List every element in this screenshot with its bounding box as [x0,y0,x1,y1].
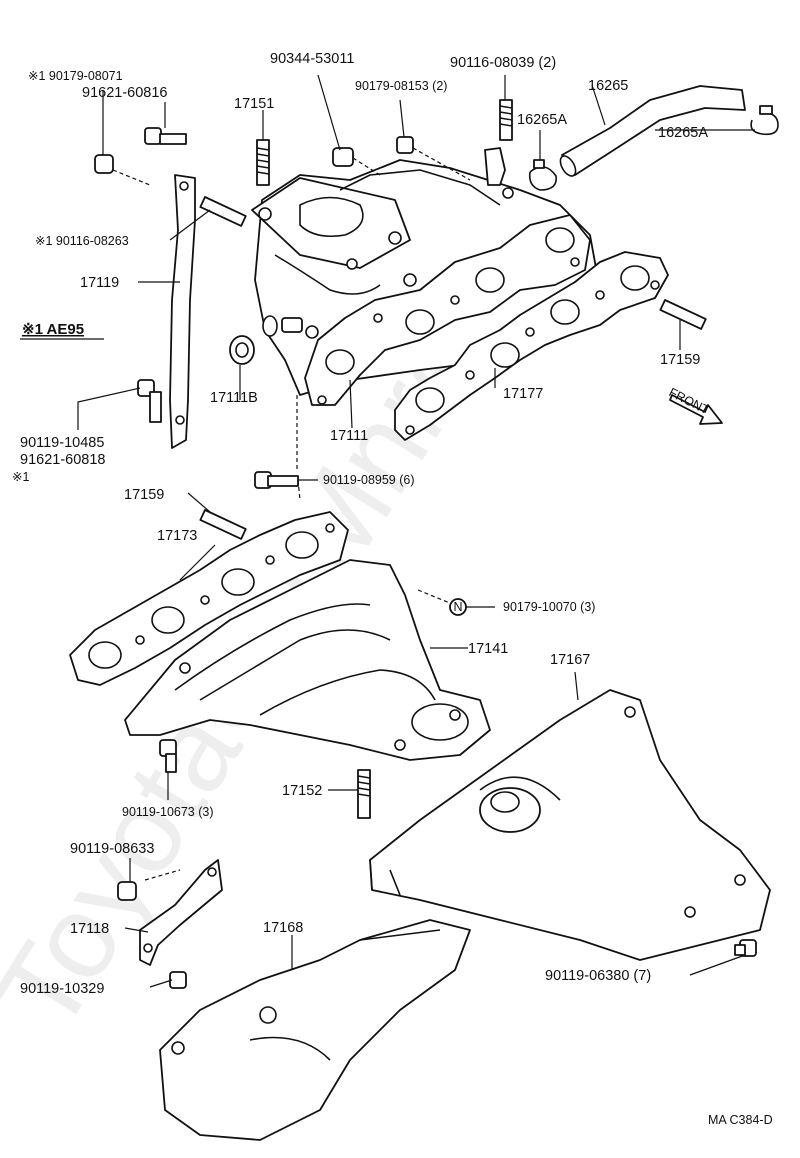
label-17159-upper: 17159 [660,352,700,368]
label-90119-08959: 90119-08959 (6) [323,473,415,487]
label-91621-60816: 91621-60816 [82,85,167,101]
plug-90344-53011 [332,147,354,167]
label-17111b: 17111B [210,390,258,406]
bolt-91621-60816 [144,127,187,145]
label-17168: 17168 [263,920,303,936]
manifold-stay-17118 [139,859,223,966]
label-17141: 17141 [468,641,508,657]
stud-17159-lower [199,509,247,540]
plug-17111b [229,335,255,365]
label-90119-10673: 90119-10673 (3) [122,805,214,819]
label-16265a-1: 16265A [517,112,567,128]
label-17177: 17177 [503,386,543,402]
nut-90179-10070: N [449,598,467,616]
hose-clamp-16265a-left [528,159,557,191]
label-90119-10485: 90119-10485 [20,435,104,451]
leader-lines [77,74,755,988]
note-ae95-label: ※1 AE95 [22,321,84,338]
label-90116-08039: 90116-08039 (2) [450,55,556,71]
diagram-code: MA C384-D [708,1113,773,1127]
stud-90116-08039 [499,99,513,141]
label-90119-06380: 90119-06380 (7) [545,968,651,984]
stud-17159-upper [659,299,707,330]
bolt-90119-10329 [169,971,187,989]
stud-17152 [357,769,371,819]
nut-90179-08071 [94,154,114,174]
label-17119: 17119 [80,275,119,291]
label-16265a-2: 16265A [658,125,708,141]
stud-17151 [256,139,270,186]
label-17159-lower: 17159 [124,487,164,503]
nut-symbol-n: N [453,600,462,614]
note-marker: ※1 [12,470,29,484]
label-90179-08071: ※1 90179-08071 [28,69,123,83]
exhaust-manifold-17141 [124,559,491,761]
label-16265: 16265 [588,78,628,94]
nut-90179-08153 [396,136,414,154]
label-91621-60818: 91621-60818 [20,452,105,468]
label-17167: 17167 [550,652,590,668]
bolt-90119-10485 [137,379,162,423]
label-17111: 17111 [330,428,368,444]
label-90344-53011: 90344-53011 [270,51,354,67]
label-90119-10329: 90119-10329 [20,981,104,997]
bolt-90119-10673 [159,739,177,773]
hose-clamp-16265a-right [750,105,779,136]
heat-insulator-17167 [369,689,771,961]
manifold-stay-17119 [169,174,196,449]
label-90179-10070: 90179-10070 (3) [503,600,595,614]
stud-90116-08263 [199,196,247,227]
front-direction-arrow: FRONT [667,385,723,425]
heat-insulator-17168 [159,919,471,1141]
label-90179-08153: 90179-08153 (2) [355,79,447,93]
intake-manifold-gasket-17177 [394,251,669,441]
exhaust-gasket-17173 [69,511,349,686]
label-17152: 17152 [282,783,322,799]
label-17118: 17118 [70,921,109,937]
label-17173: 17173 [157,528,197,544]
intake-runner-flange [304,214,591,406]
label-17151: 17151 [234,96,274,112]
bolt-90119-08633 [117,881,137,901]
hose-16265 [559,85,746,177]
bolt-90119-06380 [734,939,757,957]
label-90119-08633: 90119-08633 [70,841,154,857]
label-90116-08263: ※1 90116-08263 [35,234,129,248]
